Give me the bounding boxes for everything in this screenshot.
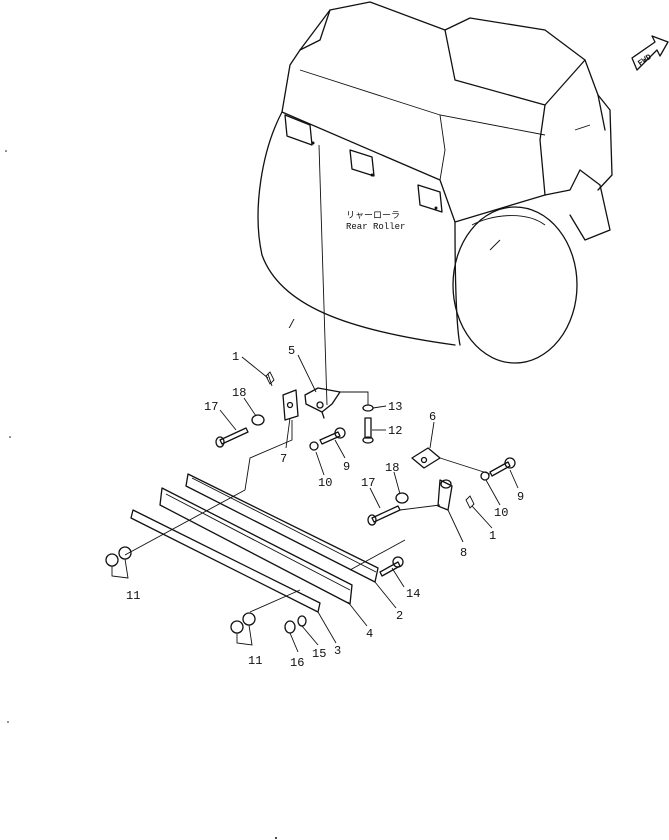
callout-4: 4	[366, 627, 373, 641]
caption-japanese: リャーローラ	[346, 210, 400, 221]
callout-16: 16	[290, 656, 304, 670]
flap-plates	[124, 473, 406, 613]
callout-17-right: 17	[361, 476, 375, 490]
right-bracket-group	[367, 447, 516, 526]
callout-8: 8	[460, 546, 467, 560]
callout-11-left: 11	[126, 589, 140, 603]
callout-13: 13	[388, 400, 402, 414]
callout-numbers: 1 5 18 17 13 12 7 9 10 6 18 17 9 10 1 8 …	[126, 344, 524, 670]
rear-roller-assembly	[257, 1, 613, 406]
callout-5: 5	[288, 344, 295, 358]
callout-9-right: 9	[517, 490, 524, 504]
callout-18-left: 18	[232, 386, 246, 400]
callout-1-right: 1	[489, 529, 496, 543]
callout-11-bottom: 11	[248, 654, 262, 668]
callout-7: 7	[280, 452, 287, 466]
callout-14: 14	[406, 587, 420, 601]
callout-15: 15	[312, 647, 326, 661]
callout-6: 6	[429, 410, 436, 424]
stray-mark: /	[288, 318, 295, 332]
callout-17-left: 17	[204, 400, 218, 414]
leader-lines	[219, 354, 519, 653]
callout-3: 3	[334, 644, 341, 658]
callout-9-left: 9	[343, 460, 350, 474]
callout-10-right: 10	[494, 506, 508, 520]
caption-rear-roller: Rear Roller	[346, 222, 405, 232]
callout-2: 2	[396, 609, 403, 623]
callout-18-right: 18	[385, 461, 399, 475]
callout-1-left: 1	[232, 350, 239, 364]
fwd-arrow-icon	[631, 35, 669, 71]
callout-10-left: 10	[318, 476, 332, 490]
callout-12: 12	[388, 424, 402, 438]
